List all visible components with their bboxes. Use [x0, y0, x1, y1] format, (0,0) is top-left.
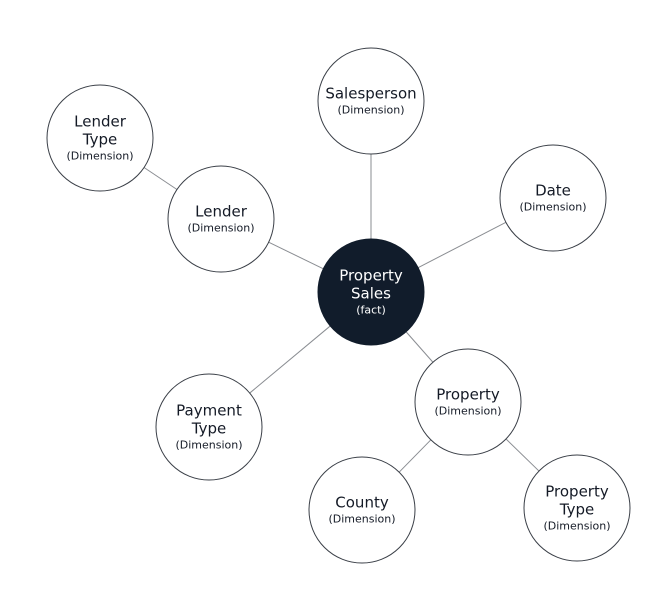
edge-fact-date — [417, 221, 507, 269]
node-circle-date — [499, 144, 607, 252]
node-circle-lender-type — [46, 84, 154, 192]
edge-fact-lender — [268, 241, 324, 270]
nodes — [46, 47, 631, 564]
node-circle-lender — [167, 165, 275, 273]
edge-property-property_type — [505, 438, 540, 472]
node-circle-salesperson — [317, 47, 425, 155]
node-circle-property-type — [523, 454, 631, 562]
edge-fact-payment_type — [249, 325, 331, 394]
edge-property-county — [398, 439, 432, 473]
node-circle-fact — [317, 238, 425, 346]
node-circle-property — [414, 348, 522, 456]
edges — [143, 154, 540, 473]
edge-lender-lender_type — [143, 167, 178, 190]
node-circle-payment-type — [155, 373, 263, 481]
edge-fact-property — [405, 331, 434, 363]
node-circle-county — [308, 456, 416, 564]
